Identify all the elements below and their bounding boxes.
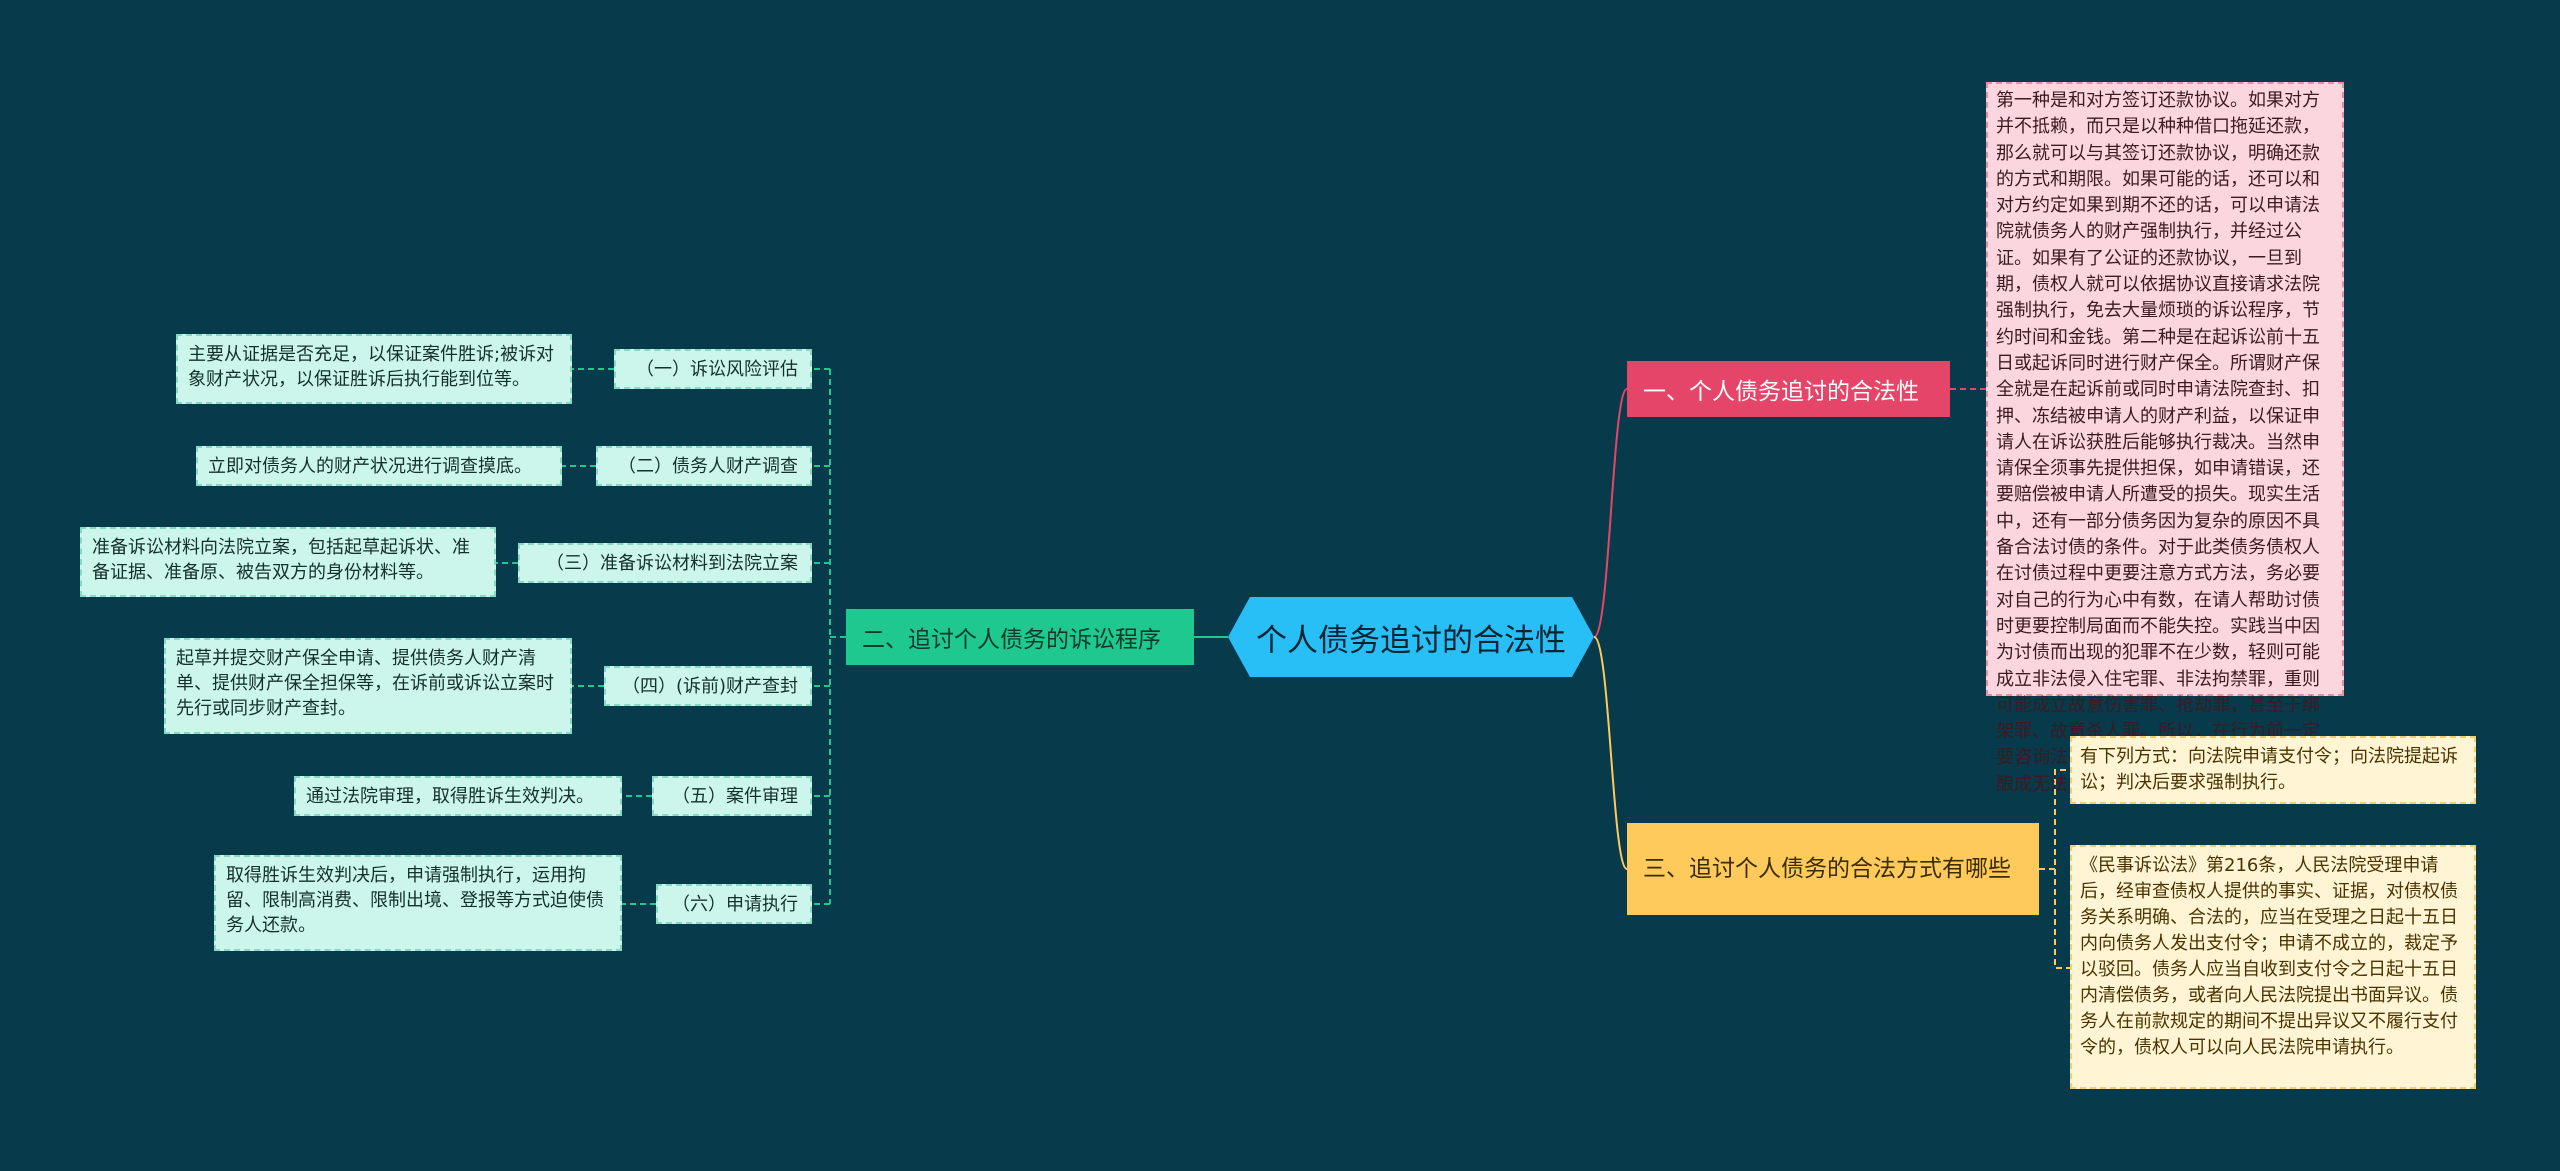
central-topic[interactable]: 个人债务追讨的合法性 (1228, 597, 1594, 677)
step-4-label: （四）(诉前)财产查封 (621, 675, 798, 697)
step-3-label: （三）准备诉讼材料到法院立案 (546, 552, 798, 574)
step-1-label: （一）诉讼风险评估 (636, 358, 798, 380)
link-center-branch1 (1593, 388, 1628, 638)
step-6-label: （六）申请执行 (672, 893, 798, 915)
step-4-detail: 起草并提交财产保全申请、提供债务人财产清单、提供财产保全担保等，在诉前或诉讼立案… (164, 638, 572, 734)
step-2-detail: 立即对债务人的财产状况进行调查摸底。 (196, 446, 562, 486)
step-2-label: （二）债务人财产调查 (618, 455, 798, 477)
link-branch2-trunk (829, 369, 846, 904)
branch-legality[interactable]: 一、个人债务追讨的合法性 (1627, 361, 1950, 417)
legal-methods-detail-2: 《民事诉讼法》第216条，人民法院受理申请后，经审查债权人提供的事实、证据，对债… (2070, 845, 2476, 1089)
step-1-detail: 主要从证据是否充足，以保证案件胜诉;被诉对象财产状况，以保证胜诉后执行能到位等。 (176, 334, 572, 404)
step-5-detail: 通过法院审理，取得胜诉生效判决。 (294, 776, 622, 816)
link-steps (812, 368, 830, 905)
step-2-debtor-asset-investigation[interactable]: （二）债务人财产调查 (596, 446, 812, 486)
step-6-detail: 取得胜诉生效判决后，申请强制执行，运用拘留、限制高消费、限制出境、登报等方式迫使… (214, 855, 622, 951)
step-3-file-case[interactable]: （三）准备诉讼材料到法院立案 (518, 543, 812, 583)
link-step-details (496, 368, 656, 905)
central-topic-label: 个人债务追讨的合法性 (1256, 622, 1566, 659)
legality-detail-note: 第一种是和对方签订还款协议。如果对方并不抵赖，而只是以种种借口拖延还款，那么就可… (1986, 82, 2344, 795)
link-center-branch3 (1593, 636, 1628, 870)
branch-litigation-label: 二、追讨个人债务的诉讼程序 (862, 627, 1161, 653)
link-branch3-detail (2039, 769, 2070, 969)
step-1-risk-assessment[interactable]: （一）诉讼风险评估 (614, 349, 812, 389)
branch-legality-label: 一、个人债务追讨的合法性 (1643, 379, 1919, 405)
branch-litigation-procedure[interactable]: 二、追讨个人债务的诉讼程序 (846, 609, 1194, 665)
step-6-apply-enforcement[interactable]: （六）申请执行 (656, 884, 812, 924)
step-5-label: （五）案件审理 (672, 785, 798, 807)
step-5-trial[interactable]: （五）案件审理 (652, 776, 812, 816)
step-4-asset-seizure[interactable]: （四）(诉前)财产查封 (604, 666, 812, 706)
branch-legal-methods[interactable]: 三、追讨个人债务的合法方式有哪些 (1627, 823, 2039, 915)
branch-legal-methods-label: 三、追讨个人债务的合法方式有哪些 (1643, 856, 2011, 882)
legal-methods-detail-1: 有下列方式：向法院申请支付令；向法院提起诉讼；判决后要求强制执行。 (2070, 736, 2476, 804)
step-3-detail: 准备诉讼材料向法院立案，包括起草起诉状、准备证据、准备原、被告双方的身份材料等。 (80, 527, 496, 597)
